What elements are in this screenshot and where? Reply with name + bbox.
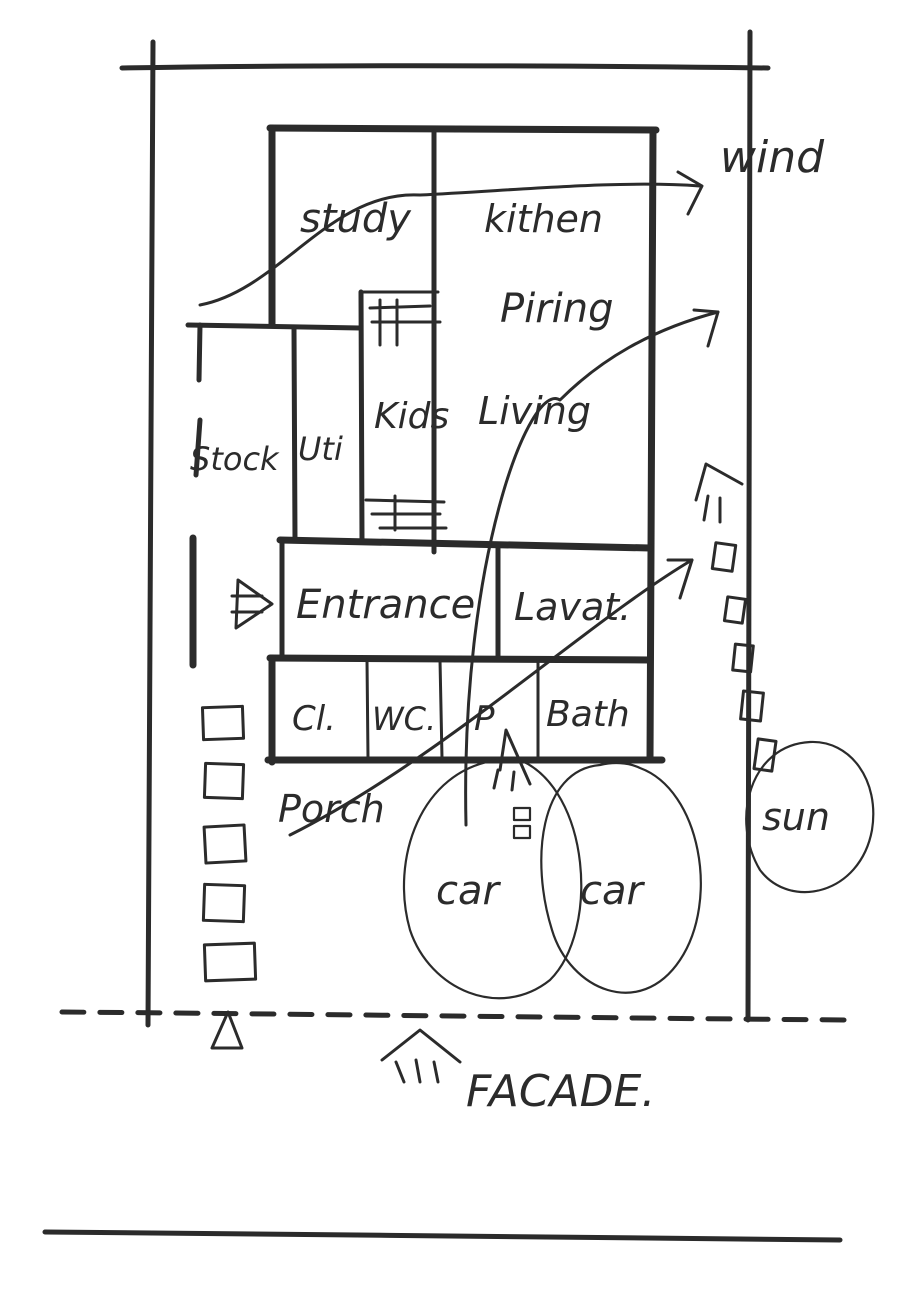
site-labels: car car sun wind FACADE. bbox=[436, 132, 830, 1117]
house-walls bbox=[185, 124, 666, 766]
stepping-stones-right bbox=[710, 541, 778, 773]
label-util: Uti bbox=[298, 430, 343, 468]
label-living: Living bbox=[478, 389, 591, 433]
label-wind: wind bbox=[720, 132, 825, 183]
label-car-1: car bbox=[436, 868, 502, 914]
label-entrance: Entrance bbox=[296, 582, 475, 628]
label-closet: Cl. bbox=[292, 699, 336, 739]
stair-icon bbox=[360, 290, 448, 532]
label-sun: sun bbox=[762, 795, 830, 839]
wind-flow-arrows bbox=[198, 170, 720, 837]
label-facade: FACADE. bbox=[466, 1066, 655, 1117]
label-car-2: car bbox=[580, 868, 646, 914]
sun-circle bbox=[745, 740, 875, 894]
baseline-rule bbox=[42, 1229, 843, 1243]
label-porch: Porch bbox=[278, 787, 385, 831]
label-lavatory: Lavat. bbox=[514, 585, 631, 629]
car-circles bbox=[402, 757, 702, 1000]
label-p: P bbox=[474, 699, 495, 739]
label-stock: Stock bbox=[190, 440, 280, 478]
label-kitchen: kithen bbox=[484, 197, 603, 241]
label-bath: Bath bbox=[546, 694, 630, 735]
stepping-stones-left bbox=[200, 704, 258, 1050]
entry-arrow-icon bbox=[230, 462, 744, 1084]
site-boundary bbox=[59, 29, 853, 1028]
label-study: study bbox=[300, 196, 412, 242]
label-kids: Kids bbox=[374, 396, 449, 437]
stepping-stones-drive bbox=[512, 806, 532, 840]
label-dining: Piring bbox=[500, 286, 614, 332]
room-labels: study kithen Piring Kids Living Stock Ut… bbox=[190, 196, 631, 831]
label-wc: WC. bbox=[372, 700, 436, 738]
